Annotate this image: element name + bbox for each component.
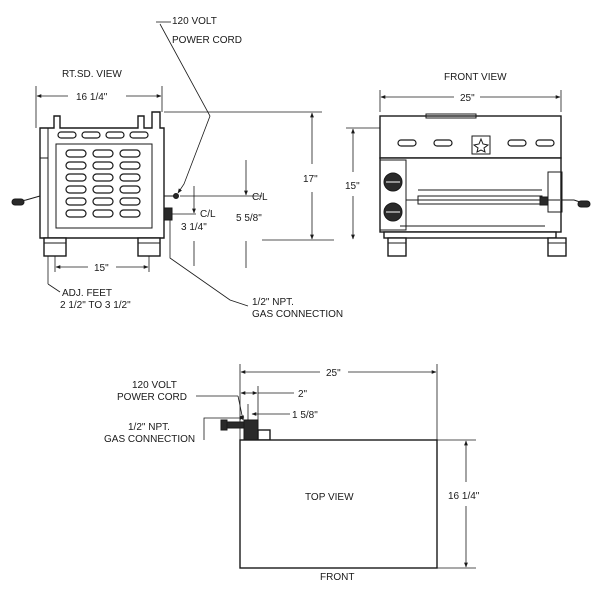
top-front-label: FRONT [320,572,354,583]
vent-slot [92,185,114,194]
adj-feet-label-1: ADJ. FEET [62,288,112,299]
vent-slot [92,197,114,206]
front-body [379,157,562,233]
side-vent-grid [65,149,141,218]
vent-slot [397,139,417,147]
vent-slot [81,131,101,139]
front-view: FRONT VIEW 25" [345,72,591,257]
vent-slot [65,173,87,182]
brand-logo [471,135,491,155]
side-width-label: 16 1/4" [76,92,108,103]
vent-slot [105,131,125,139]
top-view: 25" 2" 1 5/8" 120 VOLT POWER CORD 1/2" N… [104,364,480,583]
star-icon [472,137,490,153]
side-gas-label-1: 1/2" NPT. [252,297,294,308]
vent-slot [119,197,141,206]
vent-slot [65,149,87,158]
side-power-cord-label-1: 120 VOLT [172,16,217,27]
vent-slot [535,139,555,147]
front-control-panel-right [547,171,563,213]
vent-slot [92,161,114,170]
vent-slot [65,161,87,170]
side-view-title: RT.SD. VIEW [62,69,122,80]
top-power-cord-label-2: POWER CORD [117,392,187,403]
adj-feet-leader-2 [47,283,61,293]
top-gas-nut [220,419,228,431]
top-cord-block [257,429,271,441]
top-power-arrow [237,395,244,421]
vent-slot [433,139,453,147]
side-top-vents [57,131,149,139]
power-cord-leader [159,23,211,194]
front-top-slots [397,139,555,147]
side-vent-panel [55,143,153,229]
front-top-unit [379,115,562,159]
front-handle-knob [577,200,591,208]
vent-slot [92,173,114,182]
vent-slot [119,173,141,182]
vent-slot [119,209,141,218]
top-gas-label-2: GAS CONNECTION [104,434,195,445]
top-cord-fitting [243,419,259,441]
side-view: RT.SD. VIEW 16 1/4" [11,16,343,320]
side-height-label: 17" [303,174,318,185]
vent-slot [507,139,527,147]
top-gas-label-1: 1/2" NPT. [128,422,170,433]
front-base [383,231,557,239]
front-view-title: FRONT VIEW [444,72,507,83]
top-width-label: 25" [326,368,341,379]
top-power-cord-label-1: 120 VOLT [132,380,177,391]
feet-spacing-label: 15" [94,263,109,274]
side-power-cord-label-2: POWER CORD [172,35,242,46]
vent-slot [129,131,149,139]
cl-lower-label: C/L [200,209,216,220]
vent-slot [57,131,77,139]
side-handle-knob [11,198,25,206]
vent-slot [65,185,87,194]
front-rack-clip [539,196,549,206]
front-width-label: 25" [460,93,475,104]
vent-slot [65,197,87,206]
vent-slot [65,209,87,218]
vent-slot [92,149,114,158]
top-dim-1-5-8-label: 1 5/8" [292,410,318,421]
top-gas-leader [203,416,245,440]
adj-feet-label-2: 2 1/2" TO 3 1/2" [60,300,131,311]
vent-slot [92,209,114,218]
side-foot-right [137,237,161,257]
front-foot-right [547,237,567,257]
vent-slot [119,149,141,158]
top-view-title: TOP VIEW [305,492,354,503]
front-top-lip [425,113,477,119]
front-height-label: 15" [345,181,360,192]
top-dim-2-label: 2" [298,389,308,400]
cl-lower-dim-label: 3 1/4" [181,222,207,233]
side-foot-left [43,237,67,257]
vent-slot [119,161,141,170]
front-foot-left [387,237,407,257]
vent-slot [119,185,141,194]
front-control-panel-left [379,159,407,231]
side-gas-label-2: GAS CONNECTION [252,309,343,320]
top-gas-fitting [225,421,245,429]
cl-upper-dim-label: 5 5/8" [236,213,262,224]
top-depth-label: 16 1/4" [448,491,480,502]
side-gas-fitting [163,207,173,221]
cl-upper-label: C/L [252,192,268,203]
gas-leader [169,220,249,307]
top-body [239,439,438,569]
side-cord-plug [173,193,179,199]
